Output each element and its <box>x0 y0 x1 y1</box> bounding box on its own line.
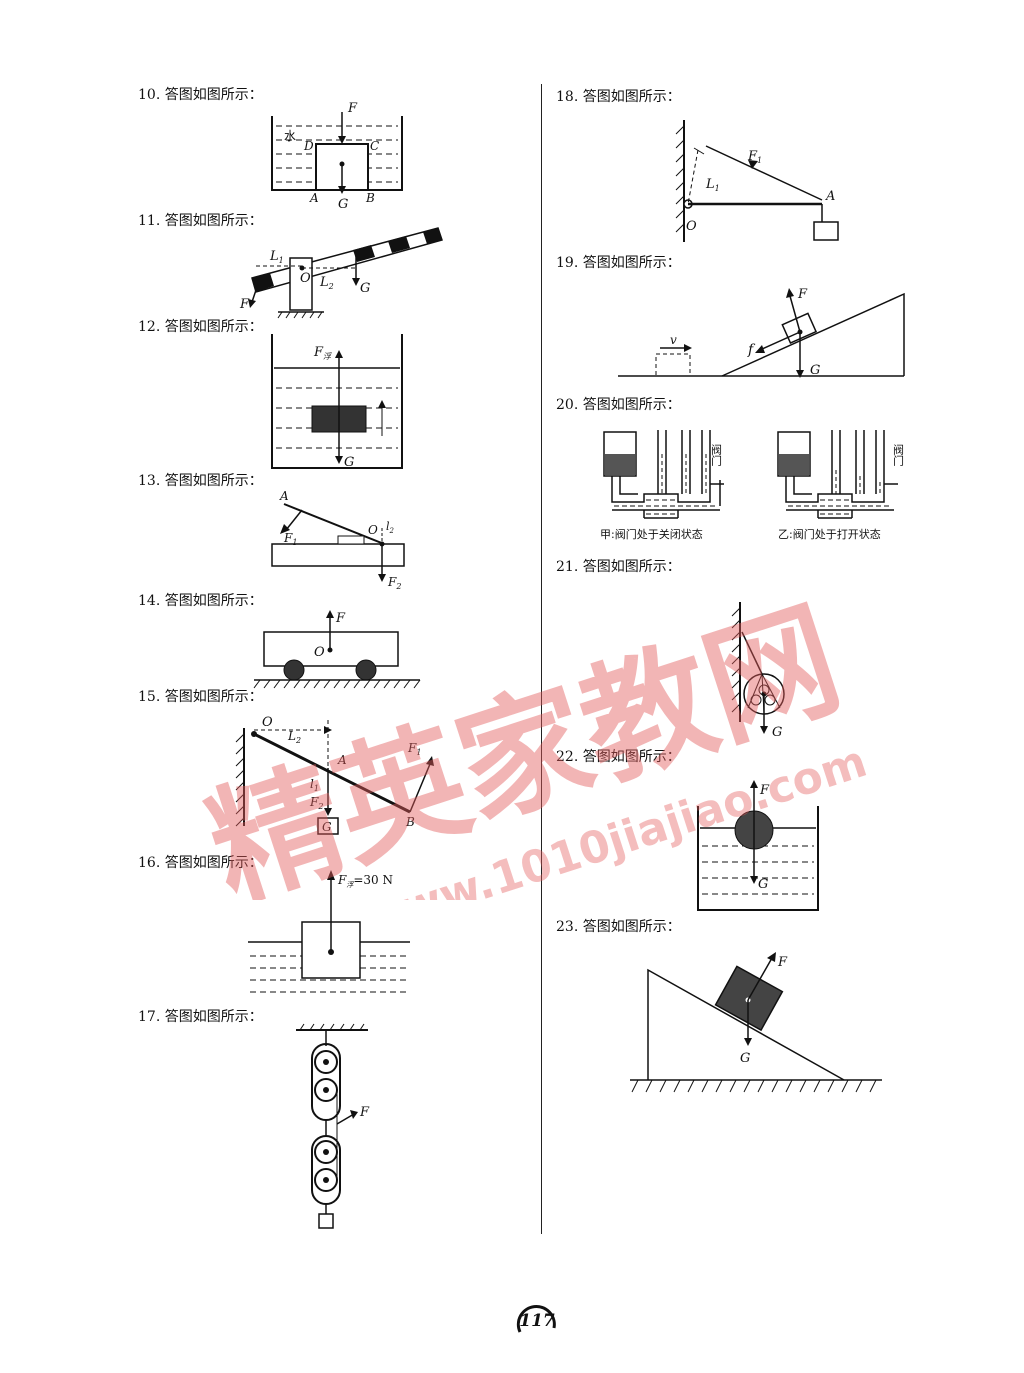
q21-G-label: G <box>772 725 782 740</box>
q20-open-diagram <box>777 430 898 519</box>
q11-F-label: F <box>239 297 250 312</box>
q22-figure: F G <box>697 780 819 911</box>
q15-O-label: O <box>262 715 273 730</box>
q10-G-label: G <box>338 197 348 212</box>
q18-F1-label: F1 <box>747 149 762 165</box>
q10-A-label: A <box>309 191 319 205</box>
q10-F-label: F <box>347 101 358 116</box>
q12-Fbuoy-label: F浮 <box>313 345 332 361</box>
q15-l1-label: l1 <box>310 777 319 793</box>
q23-label: 23. 答图如图所示： <box>556 919 681 935</box>
q23-F-label: F <box>777 955 788 970</box>
q10-C-label: C <box>370 139 379 153</box>
q12-G-label: G <box>344 455 354 470</box>
q22-label: 22. 答图如图所示： <box>556 749 681 765</box>
q20-valve-label-right: 阀门 <box>892 443 905 467</box>
q16-force-label: F浮=30 N <box>337 873 393 889</box>
q14-label: 14. 答图如图所示： <box>138 593 263 609</box>
q19-v-label: v <box>670 333 677 347</box>
q15-B-label: B <box>405 815 415 829</box>
q10-figure: 水 F D C A B G <box>271 101 403 212</box>
column-divider <box>541 84 542 1234</box>
q20-valve-label-left: 阀门 <box>710 443 723 467</box>
q11-figure: L1 O L2 G F <box>239 227 443 319</box>
q13-F1-label: F1 <box>283 531 297 547</box>
page-number: 117 <box>519 1311 555 1331</box>
q23-figure: F G <box>630 952 882 1093</box>
q20-closed-diagram <box>603 430 724 519</box>
q14-O-label: O <box>314 645 325 660</box>
q19-label: 19. 答图如图所示： <box>556 255 681 271</box>
q16-label: 16. 答图如图所示： <box>138 855 263 871</box>
q11-L1-label: L1 <box>269 249 284 265</box>
q13-A-label: A <box>279 489 289 503</box>
q15-F2-label: F2 <box>309 795 323 811</box>
q19-f-label: f <box>747 342 756 358</box>
q13-F2-label: F2 <box>387 575 401 591</box>
q11-L2-label: L2 <box>319 275 334 291</box>
q10-water-label: 水 <box>284 129 296 143</box>
q13-l2-label: l2 <box>386 520 395 535</box>
q13-label: 13. 答图如图所示： <box>138 473 263 489</box>
q19-F-label: F <box>797 287 808 302</box>
q15-A-label: A <box>337 753 347 767</box>
q15-F1-label: F1 <box>407 741 421 757</box>
q17-label: 17. 答图如图所示： <box>138 1009 263 1025</box>
q15-L2-label: L2 <box>287 729 301 745</box>
q12-figure: F浮 G <box>271 334 403 470</box>
q18-O-label: O <box>686 219 697 234</box>
q21-label: 21. 答图如图所示： <box>556 559 681 575</box>
q22-G-label: G <box>758 877 768 892</box>
q14-figure: F O <box>253 610 421 689</box>
q20-figure: 阀门 甲:阀门处于关闭状态 阀门 乙:阀门处于打开 <box>600 430 905 541</box>
q15-figure: O L2 A F1 l1 F2 G B <box>235 715 434 835</box>
q20-label: 20. 答图如图所示： <box>556 397 681 413</box>
q20-caption-open: 乙:阀门处于打开状态 <box>778 527 881 541</box>
q11-O-label: O <box>300 271 311 286</box>
q19-figure: F v f G <box>618 287 905 378</box>
q18-L1-label: L1 <box>705 177 720 193</box>
q16-figure: F浮=30 N <box>248 870 410 993</box>
q17-F-label: F <box>359 1105 370 1120</box>
q23-G-label: G <box>740 1051 750 1066</box>
q10-label: 10. 答图如图所示： <box>138 87 263 103</box>
q19-G-label: G <box>810 363 820 378</box>
q13-figure: A F1 O l2 F2 <box>271 489 405 591</box>
q10-B-label: B <box>365 191 375 205</box>
q11-G-label: G <box>360 281 370 296</box>
q22-F-label: F <box>759 783 770 798</box>
q10-D-label: D <box>303 139 314 153</box>
q11-label: 11. 答图如图所示： <box>138 213 263 229</box>
q15-label: 15. 答图如图所示： <box>138 689 263 705</box>
q12-label: 12. 答图如图所示： <box>138 319 263 335</box>
q20-caption-closed: 甲:阀门处于关闭状态 <box>600 527 703 541</box>
q18-label: 18. 答图如图所示： <box>556 89 681 105</box>
q18-figure: F1 L1 A O <box>675 120 839 242</box>
page-number-badge: 117 <box>516 1305 556 1333</box>
q13-O-label: O <box>368 523 378 537</box>
q21-figure: G <box>731 602 785 740</box>
q18-A-label: A <box>825 189 835 204</box>
q15-G-label: G <box>322 820 332 834</box>
q17-figure: F <box>296 1023 370 1229</box>
q14-F-label: F <box>335 611 346 626</box>
